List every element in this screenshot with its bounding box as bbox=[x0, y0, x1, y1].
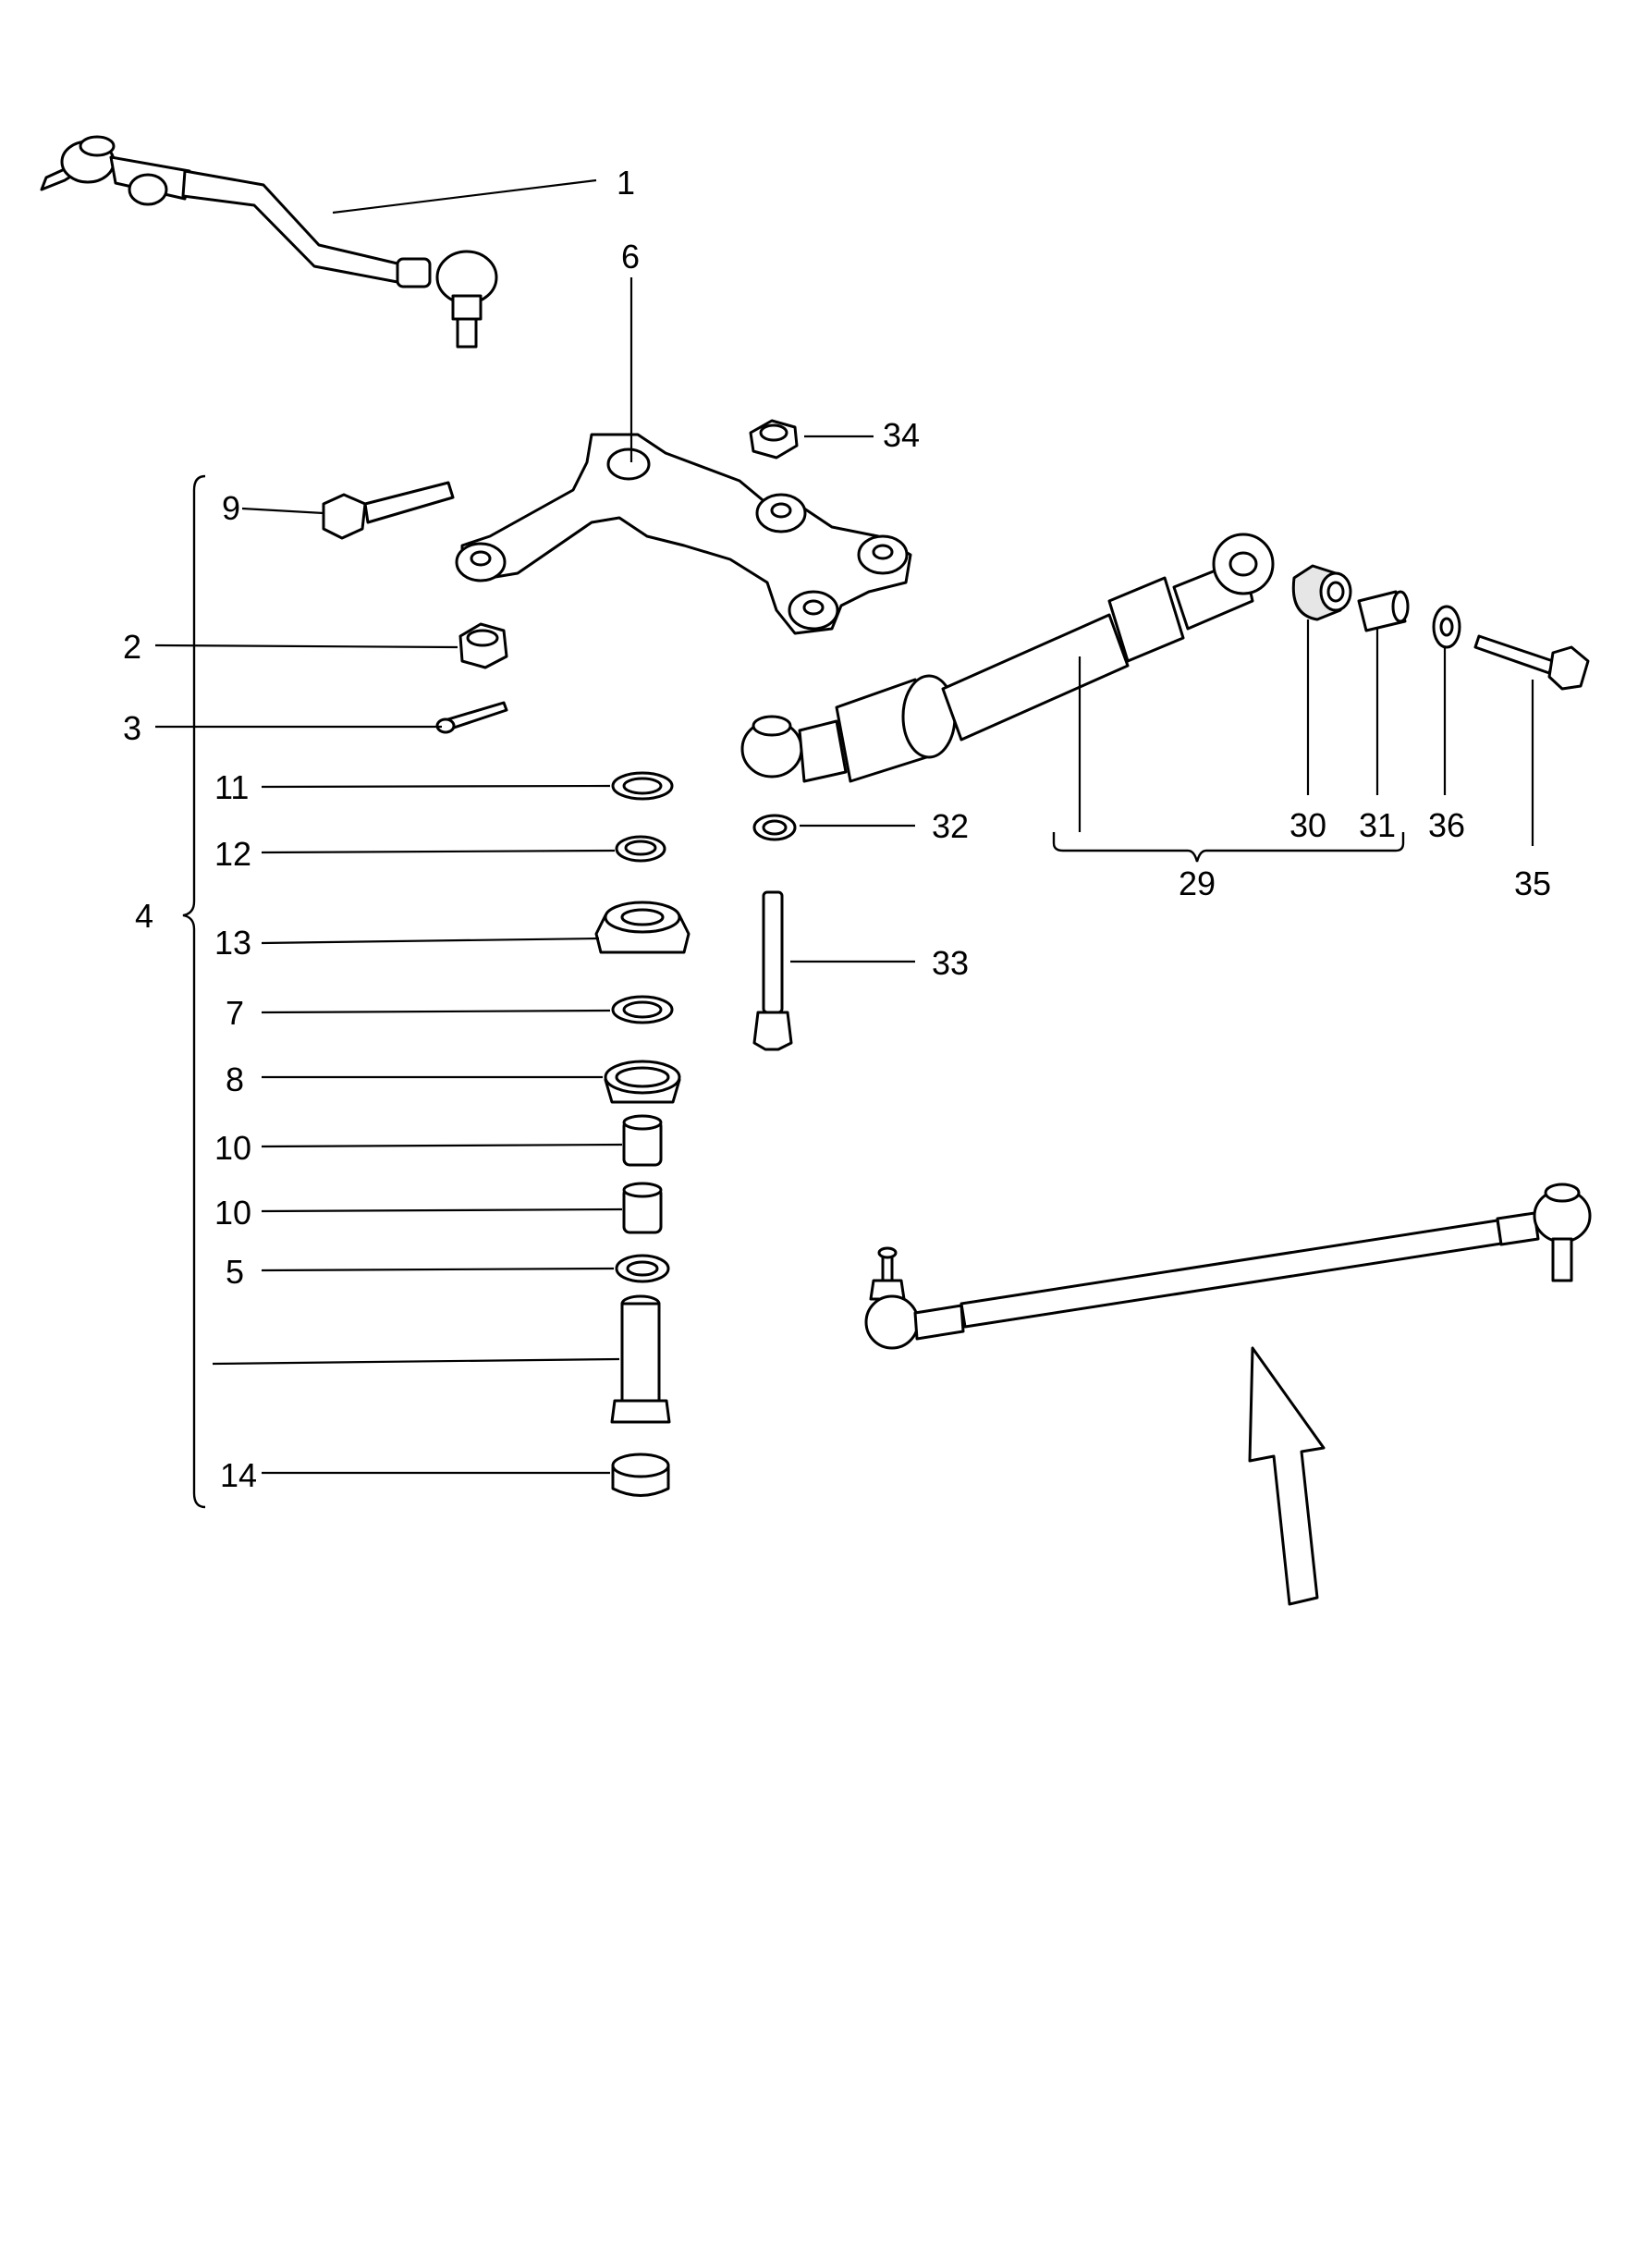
part-4-pin bbox=[610, 1294, 671, 1424]
part-10-bushing-b bbox=[622, 1182, 663, 1234]
group-29-bracket bbox=[1052, 832, 1405, 863]
part-30-rubber-bushing bbox=[1291, 564, 1352, 621]
label-35: 35 bbox=[1514, 864, 1551, 902]
label-14: 14 bbox=[220, 1456, 257, 1494]
label-2: 2 bbox=[123, 628, 141, 666]
part-11-washer bbox=[611, 771, 674, 801]
part-35-bolt bbox=[1473, 634, 1590, 691]
label-5: 5 bbox=[226, 1253, 244, 1291]
part-14-cup bbox=[611, 1453, 670, 1497]
part-2-nut bbox=[458, 622, 508, 669]
part-6-idler-arm bbox=[455, 433, 912, 635]
label-33: 33 bbox=[932, 944, 969, 982]
part-1-upper-tie-rod bbox=[40, 135, 498, 349]
label-29: 29 bbox=[1179, 864, 1216, 902]
part-10-bushing-a bbox=[622, 1114, 663, 1167]
part-7-washer bbox=[611, 995, 674, 1024]
label-6: 6 bbox=[621, 238, 640, 276]
part-36-lock-washer bbox=[1432, 605, 1461, 649]
label-8: 8 bbox=[226, 1060, 244, 1098]
leader-lines bbox=[154, 178, 1534, 1475]
label-31: 31 bbox=[1359, 806, 1396, 844]
part-32-washer bbox=[752, 814, 797, 841]
label-30: 30 bbox=[1289, 806, 1326, 844]
callout-labels: 1 6 34 9 2 3 11 12 4 13 7 8 10 10 5 14 3… bbox=[123, 164, 1551, 1494]
part-8-cap bbox=[604, 1060, 681, 1104]
label-34: 34 bbox=[883, 416, 920, 454]
label-12: 12 bbox=[214, 835, 251, 873]
label-9: 9 bbox=[222, 489, 240, 527]
part-9-bolt bbox=[322, 481, 455, 540]
part-3-cotter-pin bbox=[435, 701, 508, 734]
label-13: 13 bbox=[214, 924, 251, 962]
direction-arrow bbox=[1248, 1346, 1326, 1606]
label-7: 7 bbox=[226, 994, 244, 1032]
part-12-seal bbox=[615, 835, 666, 863]
label-3: 3 bbox=[123, 709, 141, 747]
label-10b: 10 bbox=[214, 1194, 251, 1232]
part-31-sleeve bbox=[1357, 590, 1410, 632]
label-4: 4 bbox=[135, 897, 153, 935]
label-11: 11 bbox=[214, 768, 249, 806]
part-5-ring bbox=[615, 1254, 670, 1283]
lower-tie-rod bbox=[864, 1183, 1592, 1350]
part-33-bolt bbox=[752, 890, 793, 1051]
part-13-boot bbox=[594, 901, 691, 954]
label-36: 36 bbox=[1428, 806, 1465, 844]
label-32: 32 bbox=[932, 807, 969, 845]
label-1: 1 bbox=[617, 164, 635, 202]
part-34-nut bbox=[749, 419, 799, 460]
label-10a: 10 bbox=[214, 1129, 251, 1167]
part-29-steering-damper bbox=[740, 533, 1275, 783]
group-4-brace bbox=[182, 474, 206, 1509]
